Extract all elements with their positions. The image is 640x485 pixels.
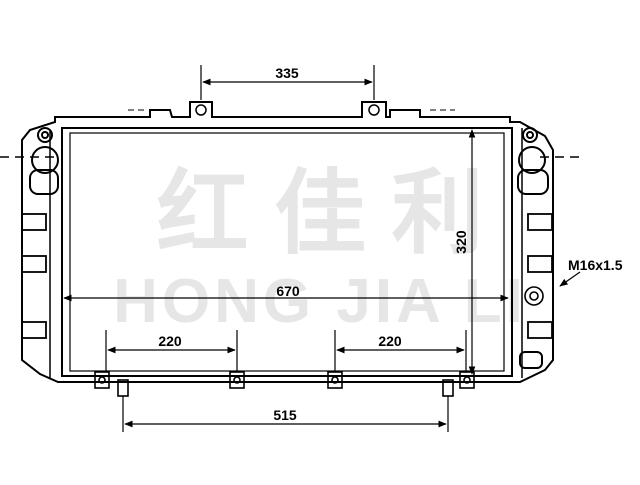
dim-335-label: 335 [275,65,299,81]
tank-ribs [21,213,553,339]
top-mount-lugs [195,104,380,116]
drain-plug [524,286,544,306]
dim-670-label: 670 [276,283,300,299]
left-tank-pipes [29,127,59,195]
watermark-chinese: 红 佳 利 [156,163,483,265]
dim-320-label: 320 [453,230,469,254]
thread-callout-label: M16x1.5 [568,257,623,273]
radiator-body [21,101,554,383]
watermark-latin: HONG JIA LI [113,267,527,336]
dim-220-right-label: 220 [378,333,402,349]
dimension-lines [63,65,581,432]
right-tank-pipes [517,127,549,369]
dim-515-label: 515 [273,407,297,423]
dim-220-left-label: 220 [158,333,182,349]
